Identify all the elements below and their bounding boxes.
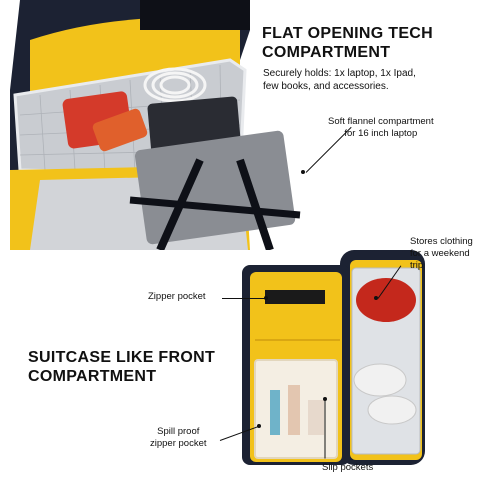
heading-line: COMPARTMENT [262,44,391,62]
front-compartment-heading: SUITCASE LIKE FRONT COMPARTMENT [28,348,215,386]
tech-compartment-description: Securely holds: 1x laptop, 1x Ipad, few … [263,68,416,93]
zipper-leader-dot [264,296,268,300]
slip-leader-line [324,400,326,459]
callout-spill-proof: Spill proof zipper pocket [150,426,207,450]
tech-compartment-image [10,0,301,250]
heading-line: FLAT OPENING TECH [262,25,434,42]
orange-powerbank [92,108,148,152]
front-compartment-image [242,250,425,465]
callout-line: zipper pocket [150,437,207,449]
callout-slip-pockets: Slip pockets [322,462,373,474]
zipper-leader-line [222,298,266,299]
callout-zipper-pocket: Zipper pocket [148,291,206,303]
callout-line: Stores clothing [410,236,473,247]
callout-line: trip [410,259,424,271]
heading-line: COMPARTMENT [28,368,157,386]
heading-line: SUITCASE LIKE FRONT [28,349,216,366]
callout-clothing: Stores clothing for a weekend trip [410,236,473,272]
tech-compartment-heading: FLAT OPENING TECH COMPARTMENT [262,24,433,62]
red-sweater [356,278,416,322]
callout-line: Spill proof [157,426,200,437]
spill-leader-dot [257,424,261,428]
slip-leader-dot [323,397,327,401]
description-line: few books, and accessories. [263,80,389,92]
callout-line: Slip pockets [322,462,374,473]
callout-flannel: Soft flannel compartment for 16 inch lap… [328,116,434,140]
description-line: Securely holds: 1x laptop, 1x Ipad, [263,68,416,79]
callout-line: Soft flannel compartment [328,116,434,127]
callout-line: for 16 inch laptop [344,127,418,139]
clothing-leader-dot [374,296,378,300]
callout-line: Zipper pocket [148,291,206,302]
flannel-leader-dot [301,170,305,174]
callout-line: for a weekend [410,247,470,259]
